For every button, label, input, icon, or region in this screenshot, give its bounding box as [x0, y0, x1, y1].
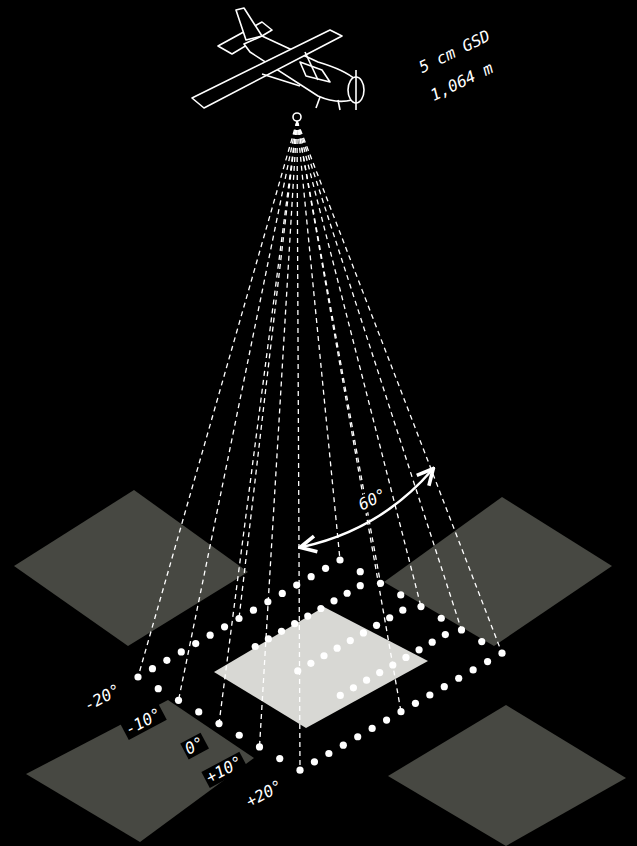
dot	[484, 658, 491, 665]
airplane	[192, 8, 364, 110]
dot	[340, 742, 347, 749]
dot	[442, 631, 449, 638]
dot	[350, 684, 357, 691]
scan-angle-label: -10°	[120, 704, 166, 740]
dot	[195, 708, 202, 715]
dot	[252, 643, 259, 650]
angle-arrow	[302, 470, 432, 547]
ray	[297, 121, 462, 630]
dot	[178, 648, 185, 655]
dot	[279, 590, 286, 597]
dot	[399, 607, 406, 614]
dot	[357, 582, 364, 589]
dot	[458, 626, 465, 633]
dot	[455, 675, 462, 682]
scan-angle-label: 0°	[181, 733, 210, 759]
dot	[337, 692, 344, 699]
dot	[149, 665, 156, 672]
dot	[417, 603, 424, 610]
dot	[221, 623, 228, 630]
ray	[219, 121, 297, 724]
angle-label: 60°	[353, 485, 390, 515]
dot	[412, 700, 419, 707]
dot	[207, 632, 214, 639]
dot	[344, 590, 351, 597]
scan-angle-label: +10°	[201, 752, 247, 788]
dot	[264, 598, 271, 605]
dot	[291, 620, 298, 627]
dot	[389, 661, 396, 668]
dot	[307, 660, 314, 667]
ray	[239, 121, 297, 619]
dot	[334, 645, 341, 652]
dot	[357, 568, 364, 575]
dot	[386, 614, 393, 621]
dot	[363, 677, 370, 684]
ray	[297, 121, 340, 560]
dot	[296, 767, 303, 774]
dot	[429, 639, 436, 646]
ray	[297, 121, 421, 607]
dot	[354, 733, 361, 740]
dot	[215, 720, 222, 727]
dot	[276, 755, 283, 762]
dot	[441, 683, 448, 690]
ground-area	[388, 705, 626, 846]
dot	[236, 732, 243, 739]
scan-angle-label: -20°	[79, 680, 125, 716]
dot	[347, 637, 354, 644]
ray	[260, 121, 298, 747]
scan-angle-label: +20°	[241, 776, 287, 812]
dot	[235, 615, 242, 622]
dot	[311, 758, 318, 765]
ray	[297, 121, 381, 583]
dot	[369, 725, 376, 732]
sensor-rays	[138, 121, 502, 770]
dot	[256, 743, 263, 750]
dot	[278, 628, 285, 635]
dot	[415, 646, 422, 653]
dot	[134, 673, 141, 680]
ray	[297, 121, 502, 653]
dot	[470, 666, 477, 673]
dot	[320, 652, 327, 659]
dot	[250, 607, 257, 614]
dot	[377, 580, 384, 587]
ground-area	[14, 490, 248, 646]
dot	[294, 667, 301, 674]
ray	[297, 121, 401, 712]
dot	[376, 669, 383, 676]
dot	[192, 640, 199, 647]
dot	[304, 612, 311, 619]
ray	[138, 121, 297, 677]
dot	[175, 697, 182, 704]
dot	[397, 591, 404, 598]
dot	[336, 556, 343, 563]
dot	[383, 716, 390, 723]
dot	[373, 622, 380, 629]
dot	[308, 573, 315, 580]
dot	[265, 635, 272, 642]
footprint	[214, 607, 428, 728]
ground-area	[384, 497, 612, 646]
dot	[426, 691, 433, 698]
dot	[155, 685, 162, 692]
sample-dots	[134, 556, 505, 773]
dot	[293, 581, 300, 588]
ground-area	[26, 700, 254, 842]
dot	[360, 629, 367, 636]
dot	[402, 654, 409, 661]
dot	[438, 615, 445, 622]
dot	[163, 657, 170, 664]
dot	[322, 565, 329, 572]
dot	[325, 750, 332, 757]
sensor	[293, 113, 301, 121]
dot	[317, 605, 324, 612]
dot	[478, 638, 485, 645]
dot	[498, 650, 505, 657]
dot	[397, 708, 404, 715]
dot	[330, 597, 337, 604]
